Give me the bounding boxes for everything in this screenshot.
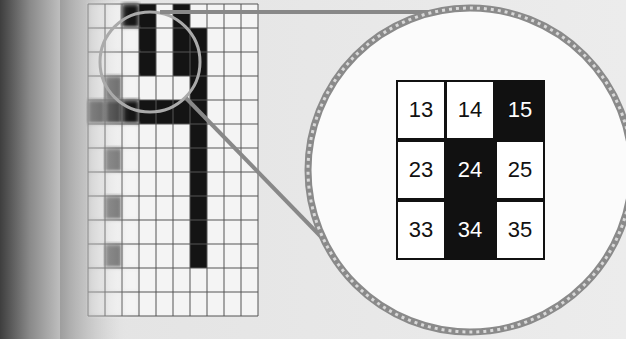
pixel-cell	[207, 292, 224, 316]
pixel-cell	[224, 244, 241, 268]
pixel-cell	[173, 148, 190, 172]
grid-line	[241, 4, 242, 316]
pixel-cell	[190, 292, 207, 316]
pixel-cell	[207, 220, 224, 244]
table-cell: 35	[495, 200, 545, 260]
table-cell: 23	[396, 140, 446, 200]
pixel-cell	[224, 268, 241, 292]
pixel-cell	[241, 28, 258, 52]
pixel-cell	[156, 76, 173, 100]
pixel-cell	[139, 52, 156, 76]
pixel-cell	[139, 268, 156, 292]
pixel-cell	[156, 244, 173, 268]
pixel-cell	[241, 196, 258, 220]
pixel-cell	[156, 268, 173, 292]
table-cell: 33	[396, 200, 446, 260]
pixel-cell	[224, 196, 241, 220]
grid-line	[224, 4, 225, 316]
pixel-cell	[241, 268, 258, 292]
pixel-cell	[190, 148, 207, 172]
pixel-cell	[173, 52, 190, 76]
pixel-cell	[241, 172, 258, 196]
pixel-cell	[241, 124, 258, 148]
pixel-cell	[207, 4, 224, 28]
grid-line	[139, 4, 140, 316]
pixel-cell	[156, 148, 173, 172]
pixel-cell	[224, 76, 241, 100]
pixel-cell	[224, 28, 241, 52]
pixel-cell	[190, 172, 207, 196]
zoom-circle-texture	[308, 8, 626, 332]
pixel-cell	[241, 52, 258, 76]
pixel-cell	[156, 292, 173, 316]
pixel-cell	[156, 196, 173, 220]
pixel-cell	[224, 100, 241, 124]
pixel-cell	[156, 172, 173, 196]
pixel-cell	[156, 52, 173, 76]
table-cell: 25	[495, 140, 545, 200]
zoom-ring-small	[100, 12, 200, 112]
pixel-cell	[173, 292, 190, 316]
pixel-cell	[241, 244, 258, 268]
pixel-cell	[241, 100, 258, 124]
pixel-cell	[139, 76, 156, 100]
grid-line	[207, 4, 208, 316]
pixel-cell	[207, 52, 224, 76]
grid-line	[156, 4, 157, 316]
pixel-cell	[139, 148, 156, 172]
grid-line	[190, 4, 191, 316]
pixel-cell	[139, 172, 156, 196]
pixel-cell	[173, 220, 190, 244]
pixel-cell	[173, 28, 190, 52]
pixel-cell	[241, 4, 258, 28]
grid-line	[173, 4, 174, 316]
pixel-cell	[139, 28, 156, 52]
pixel-cell	[241, 76, 258, 100]
table-cell: 15	[495, 80, 545, 140]
pixel-cell	[190, 268, 207, 292]
zoom-line	[160, 10, 438, 14]
table-cell: 34	[445, 200, 495, 260]
pixel-cell	[241, 292, 258, 316]
pixel-cell	[224, 220, 241, 244]
pixel-cell	[156, 28, 173, 52]
pixel-cell	[207, 244, 224, 268]
pixel-cell	[207, 76, 224, 100]
pixel-cell	[224, 292, 241, 316]
pixel-cell	[173, 124, 190, 148]
pixel-cell	[156, 124, 173, 148]
pixel-cell	[207, 196, 224, 220]
pixel-cell	[190, 124, 207, 148]
table-cell: 24	[445, 140, 495, 200]
pixel-cell	[224, 172, 241, 196]
pixel-cell	[190, 4, 207, 28]
pixel-cell	[173, 268, 190, 292]
pixel-cell	[207, 172, 224, 196]
pixel-cell	[207, 148, 224, 172]
pixel-cell	[207, 28, 224, 52]
pixel-cell	[190, 196, 207, 220]
table-cell: 13	[396, 80, 446, 140]
pixel-cell	[190, 220, 207, 244]
pixel-cell	[173, 244, 190, 268]
pixel-cell	[173, 196, 190, 220]
pixel-cell	[139, 244, 156, 268]
pixel-cell	[224, 52, 241, 76]
pixel-cell	[139, 292, 156, 316]
pixel-cell	[173, 172, 190, 196]
pixel-cell	[139, 124, 156, 148]
pixel-cell	[224, 4, 241, 28]
grid-line	[258, 4, 259, 316]
table-cell: 14	[445, 80, 495, 140]
pixel-cell	[207, 268, 224, 292]
pixel-cell	[156, 220, 173, 244]
pixel-cell	[139, 220, 156, 244]
pixel-cell	[241, 220, 258, 244]
pixel-cell	[139, 4, 156, 28]
shadow-fade	[60, 0, 130, 339]
pixel-cell	[139, 196, 156, 220]
pixel-cell	[190, 244, 207, 268]
zoom-circle	[308, 8, 626, 332]
